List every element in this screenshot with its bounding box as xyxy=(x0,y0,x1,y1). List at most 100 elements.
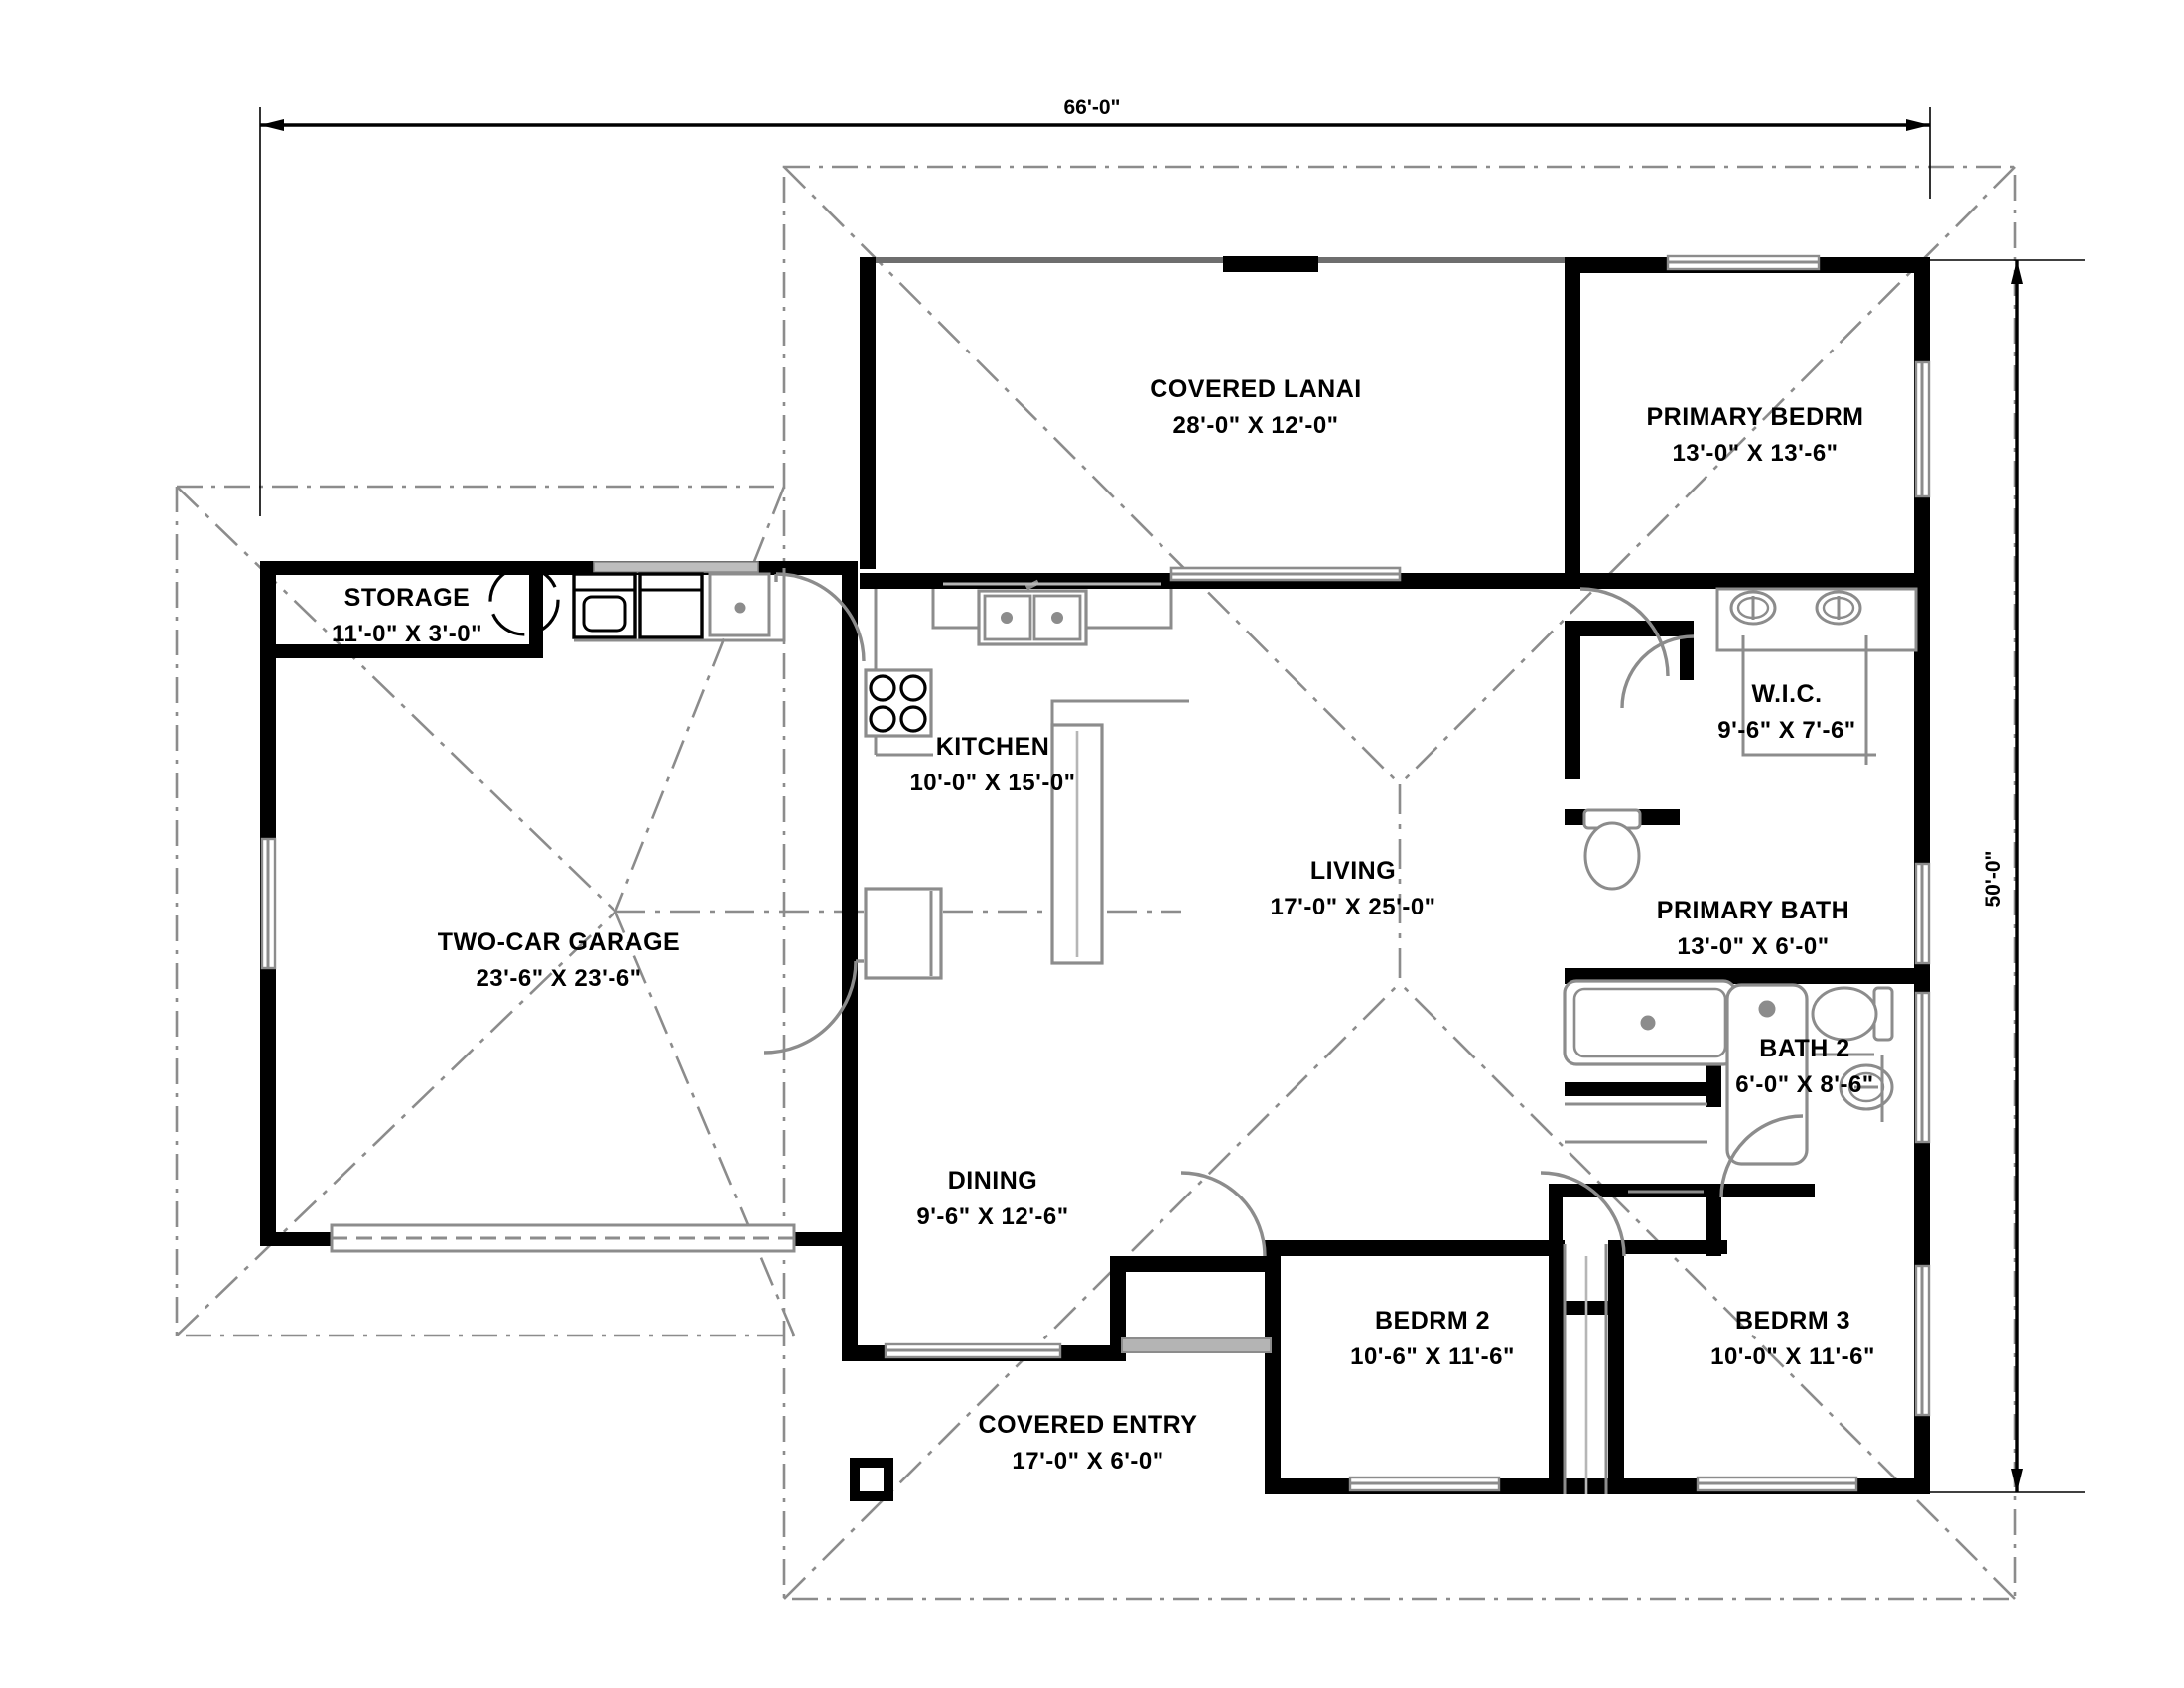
room-dimension: 10'-0" X 15'-0" xyxy=(909,770,1075,796)
room-name: COVERED ENTRY xyxy=(979,1411,1198,1439)
primary-bedrm-bottom-wall xyxy=(1565,573,1930,589)
window-bedrm3-east xyxy=(1914,1264,1931,1417)
wic-entry-jamb xyxy=(1680,621,1694,680)
room-labels: COVERED LANAI 28'-0" X 12'-0" PRIMARY BE… xyxy=(332,375,1875,1475)
room-label-primary-bedrm: PRIMARY BEDRM 13'-0" X 13'-6" xyxy=(1646,403,1863,467)
roof-hip-lines xyxy=(176,166,2016,1600)
door-primary-bedrm-to-bath[interactable] xyxy=(1579,587,1670,677)
window-bath2-east xyxy=(1914,991,1931,1144)
water-heater-icon xyxy=(488,565,560,636)
lanai-edge xyxy=(860,257,1926,263)
room-name: LIVING xyxy=(1310,857,1396,885)
sink-icon-bath2 xyxy=(1815,1053,1894,1122)
toilet-icon-bath2 xyxy=(1811,986,1894,1042)
garage-south-wall-right xyxy=(794,1232,856,1246)
room-name: STORAGE xyxy=(344,584,471,612)
bath2-south-jamb xyxy=(1706,1184,1721,1256)
bedrm2-north-wall xyxy=(1265,1240,1563,1256)
kitchen-sink-icon xyxy=(977,579,1088,646)
room-dimension: 23'-6" X 23'-6" xyxy=(476,965,641,992)
wic-shelving xyxy=(1741,635,1876,765)
room-name: PRIMARY BATH xyxy=(1657,897,1849,924)
room-dimension: 17'-0" X 6'-0" xyxy=(1012,1448,1163,1475)
room-name: KITCHEN xyxy=(936,733,1050,761)
room-label-storage: STORAGE 11'-0" X 3'-0" xyxy=(332,584,482,647)
room-label-wic: W.I.C. 9'-6" X 7'-6" xyxy=(1717,680,1855,744)
garage-east-wall xyxy=(842,561,858,1246)
laundry-counter xyxy=(593,561,759,573)
room-dimension: 10'-6" X 11'-6" xyxy=(1350,1343,1515,1370)
window-primary-bedrm-north xyxy=(1666,254,1821,271)
wic-hall-wall xyxy=(1565,621,1580,779)
room-name: W.I.C. xyxy=(1751,680,1822,708)
room-dimension: 13'-0" X 6'-0" xyxy=(1677,933,1829,960)
bath2-south-wall xyxy=(1706,1184,1815,1197)
window-primary-bedrm-east xyxy=(1914,360,1931,498)
garage-overhead-door[interactable] xyxy=(330,1223,796,1253)
toilet-icon-primary xyxy=(1582,808,1642,891)
door-swings[interactable] xyxy=(763,572,1804,1353)
room-name: TWO-CAR GARAGE xyxy=(438,928,680,956)
tub-alcove-wall xyxy=(1565,1082,1721,1096)
room-dimension: 6'-0" X 8'-6" xyxy=(1735,1071,1873,1098)
room-name: BEDRM 2 xyxy=(1375,1307,1490,1335)
door-bath2[interactable] xyxy=(1719,1114,1804,1198)
window-garage-west xyxy=(260,837,277,970)
garage-south-wall-left xyxy=(260,1232,332,1246)
door-wic[interactable] xyxy=(1620,634,1695,709)
lanai-beam-post xyxy=(1223,256,1318,272)
lanai-left-wall xyxy=(860,257,876,569)
dryer-icon xyxy=(638,572,704,639)
storage-south-wall xyxy=(260,644,543,658)
room-name: BATH 2 xyxy=(1759,1035,1849,1062)
utility-sink-icon xyxy=(708,572,771,637)
bedrm2-west-wall xyxy=(1265,1256,1281,1494)
room-name: DINING xyxy=(948,1167,1038,1195)
dining-west-wall xyxy=(842,1232,858,1361)
door-bedrm3[interactable] xyxy=(1540,1171,1626,1257)
primary-bedrm-left-wall xyxy=(1565,257,1580,573)
room-label-dining: DINING 9'-6" X 12'-6" xyxy=(916,1167,1068,1230)
room-name: COVERED LANAI xyxy=(1150,375,1361,403)
room-dimension: 11'-0" X 3'-0" xyxy=(332,621,482,647)
window-bedrm2-south xyxy=(1348,1476,1501,1492)
entry-jog-wall-vertical xyxy=(1110,1256,1126,1361)
room-label-living: LIVING 17'-0" X 25'-0" xyxy=(1270,857,1435,920)
bedrm3-west-wall xyxy=(1608,1240,1624,1494)
room-label-bedrm-2: BEDRM 2 10'-6" X 11'-6" xyxy=(1350,1307,1515,1370)
washer-icon xyxy=(572,572,637,639)
room-dimension: 9'-6" X 7'-6" xyxy=(1717,717,1855,744)
room-label-covered-lanai: COVERED LANAI 28'-0" X 12'-0" xyxy=(1150,375,1361,439)
bathtub-icon-primary xyxy=(1563,979,1737,1066)
room-dimension: 28'-0" X 12'-0" xyxy=(1172,412,1338,439)
door-bedrm2[interactable] xyxy=(1180,1171,1267,1257)
room-name: PRIMARY BEDRM xyxy=(1646,403,1863,431)
room-dimension: 10'-0" X 11'-6" xyxy=(1710,1343,1875,1370)
entry-jog-wall-horizontal xyxy=(1110,1256,1281,1272)
room-name: BEDRM 3 xyxy=(1735,1307,1850,1335)
room-label-bedrm-3: BEDRM 3 10'-0" X 11'-6" xyxy=(1710,1307,1875,1370)
room-label-two-car-garage: TWO-CAR GARAGE 23'-6" X 23'-6" xyxy=(438,928,680,992)
room-dimension: 9'-6" X 12'-6" xyxy=(916,1203,1068,1230)
door-garage-to-kitchen[interactable] xyxy=(763,959,864,1055)
cooktop-icon xyxy=(864,668,933,738)
sliding-glass-door-lanai[interactable] xyxy=(1169,566,1402,582)
overall-width-dimension: 66'-0" xyxy=(1064,96,1121,119)
window-primary-bath-east xyxy=(1914,862,1931,965)
door-storage-to-garage[interactable] xyxy=(774,572,866,662)
room-label-primary-bath: PRIMARY BATH 13'-0" X 6'-0" xyxy=(1657,897,1849,960)
entry-column-inner xyxy=(860,1468,884,1491)
window-dining-south xyxy=(884,1342,1062,1359)
room-label-covered-entry: COVERED ENTRY 17'-0" X 6'-0" xyxy=(979,1411,1198,1475)
room-dimension: 17'-0" X 25'-0" xyxy=(1270,894,1435,920)
wic-north-wall xyxy=(1565,621,1680,636)
closet-north-wall xyxy=(1608,1240,1727,1254)
kitchen-island xyxy=(1050,699,1189,965)
dimension-lines: 66'-0" 50'-0" xyxy=(259,96,2085,1493)
hall-jamb xyxy=(1549,1184,1563,1256)
door-front-entry[interactable] xyxy=(1121,1337,1272,1353)
room-label-bath-2: BATH 2 6'-0" X 8'-6" xyxy=(1735,1035,1873,1098)
dual-vanity xyxy=(1715,587,1918,652)
bedroom-closets xyxy=(1563,1244,1608,1494)
